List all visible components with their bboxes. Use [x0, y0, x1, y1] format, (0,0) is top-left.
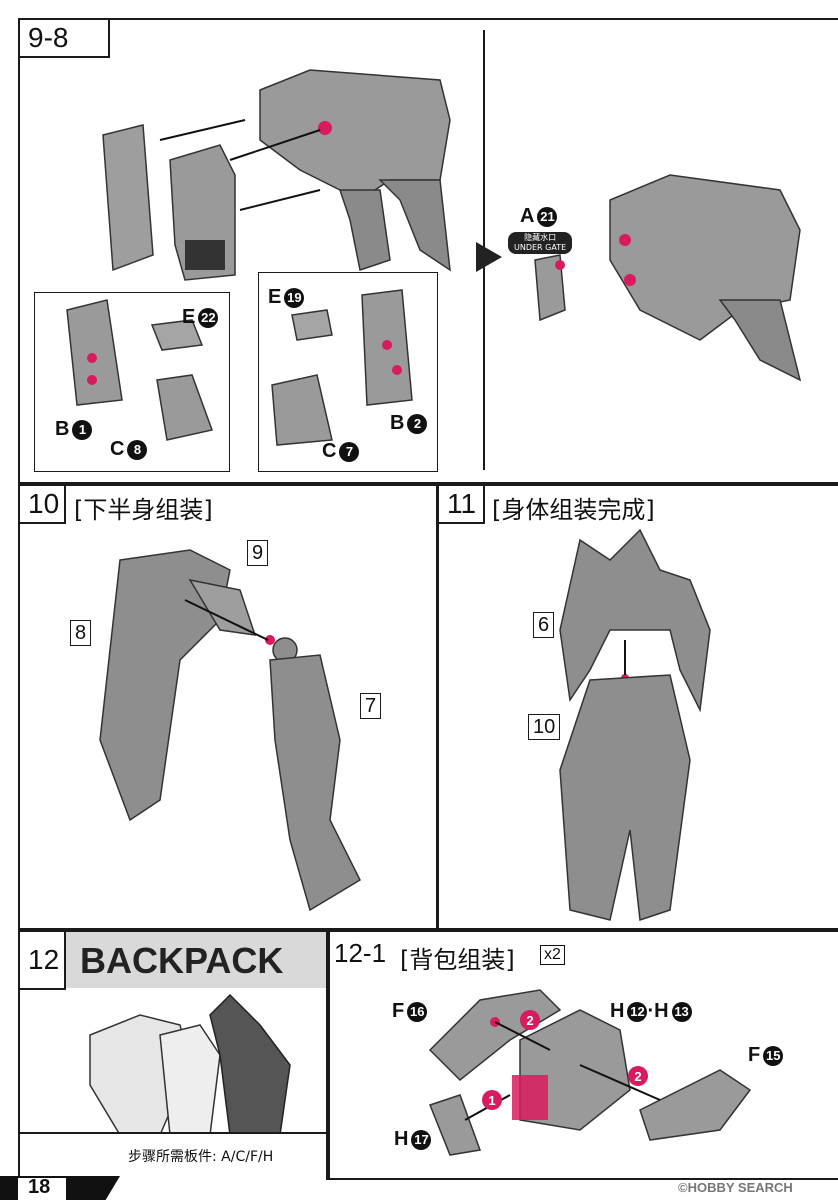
step-12-parts-bar — [20, 1132, 326, 1180]
callout-8: 8 — [70, 620, 92, 646]
waist-complete-illustration — [534, 174, 802, 382]
step-10-title: [下半身组装] — [74, 496, 213, 524]
watermark: ©HOBBY SEARCH — [678, 1180, 793, 1195]
order-marker-2b: 2 — [628, 1066, 648, 1086]
hidden-gate-en: UNDER GATE — [514, 243, 567, 252]
callout-7: 7 — [360, 693, 382, 719]
under-gate-badge: 隐藏水口 UNDER GATE — [508, 232, 573, 254]
backpack-parts-illustration — [428, 989, 752, 1156]
side-armor-part — [102, 124, 154, 272]
body-complete-illustration — [559, 528, 711, 922]
callout-10: 10 — [528, 714, 561, 740]
step-12-1-title: [背包组装] — [400, 946, 515, 974]
step-12-parts-note: 步骤所需板件: A/C/F/H — [128, 1149, 274, 1165]
step-10-number: 10 — [18, 484, 66, 524]
step-12-title: BACKPACK — [80, 940, 284, 981]
armor-subassembly-left — [66, 299, 213, 441]
step-12-1-number: 12-1 — [334, 938, 387, 968]
step-11-title: [身体组装完成] — [492, 496, 655, 524]
order-marker-1: 1 — [482, 1090, 502, 1110]
armor-subassembly-right — [271, 289, 413, 446]
step-9-8-number: 9-8 — [18, 18, 110, 58]
callout-9: 9 — [247, 540, 269, 566]
step-11-number: 11 — [437, 484, 485, 524]
page-number-bg — [18, 1178, 66, 1200]
backpack-illustration — [89, 993, 291, 1136]
front-armor-part — [169, 144, 236, 281]
step-12-title-banner — [66, 932, 326, 988]
callout-6: 6 — [533, 612, 555, 638]
order-marker-2a: 2 — [520, 1010, 540, 1030]
step-arrow-icon — [476, 242, 502, 272]
step-12-number: 12 — [18, 930, 66, 990]
multiplier-badge: x2 — [540, 945, 565, 965]
legs-assembly-illustration — [99, 549, 361, 912]
hidden-gate-cn: 隐藏水口 — [524, 233, 557, 242]
arrows-step9 — [159, 119, 321, 211]
page-number: 18 — [28, 1176, 51, 1198]
waist-assembly-illustration — [259, 69, 451, 272]
